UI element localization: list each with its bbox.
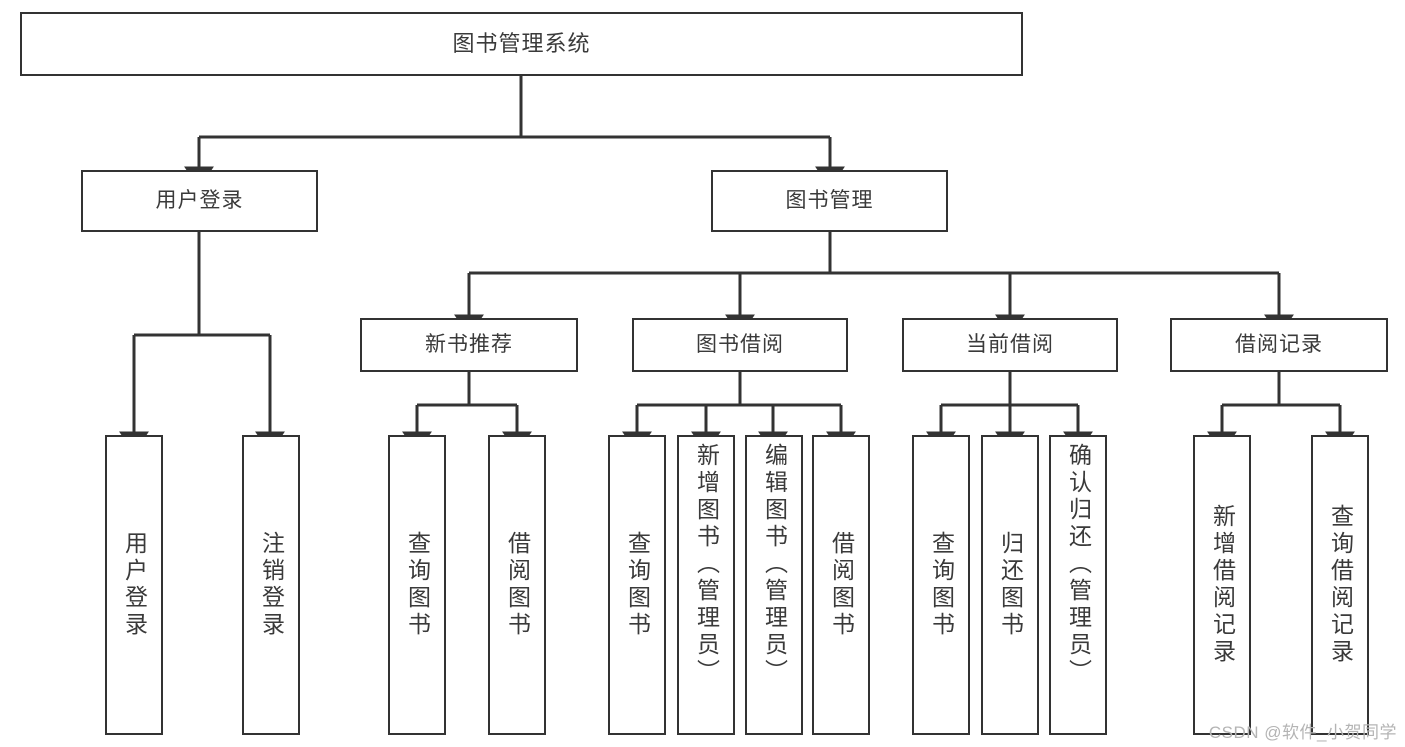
node-label: 当前借阅 [966,333,1054,357]
node-label: 新书推荐 [425,333,513,357]
node-label: 查询图书 [624,531,651,639]
leaf-add-book-admin[interactable]: 新增图书（管理员） [677,435,735,735]
node-label: 借阅记录 [1235,333,1323,357]
node-label: 归还图书 [997,531,1024,639]
node-label: 图书管理 [785,189,874,213]
leaf-confirm-return-admin[interactable]: 确认归还（管理员） [1049,435,1107,735]
leaf-add-borrow-record[interactable]: 新增借阅记录 [1193,435,1251,735]
leaf-borrow-book-new-rec[interactable]: 借阅图书 [488,435,546,735]
leaf-logout[interactable]: 注销登录 [242,435,300,735]
node-label: 借阅图书 [828,531,855,639]
node-label: 图书借阅 [696,333,784,357]
node-label: 用户登录 [155,189,244,213]
node-label: 查询借阅记录 [1327,504,1354,666]
node-new-book-recommendation[interactable]: 新书推荐 [360,318,578,372]
node-label: 查询图书 [404,531,431,639]
node-current-borrowing[interactable]: 当前借阅 [902,318,1118,372]
leaf-query-book-borrow[interactable]: 查询图书 [608,435,666,735]
node-label: 注销登录 [258,531,285,639]
leaf-query-book-current[interactable]: 查询图书 [912,435,970,735]
node-book-management[interactable]: 图书管理 [711,170,948,232]
leaf-query-book-new-rec[interactable]: 查询图书 [388,435,446,735]
node-book-borrowing[interactable]: 图书借阅 [632,318,848,372]
node-borrowing-record[interactable]: 借阅记录 [1170,318,1388,372]
leaf-return-book[interactable]: 归还图书 [981,435,1039,735]
leaf-user-login[interactable]: 用户登录 [105,435,163,735]
node-label: 确认归还（管理员） [1065,443,1092,686]
node-label: 新增图书（管理员） [693,443,720,686]
leaf-borrow-book[interactable]: 借阅图书 [812,435,870,735]
node-label: 编辑图书（管理员） [761,443,788,686]
node-book-management-system[interactable]: 图书管理系统 [20,12,1023,76]
node-label: 查询图书 [928,531,955,639]
leaf-edit-book-admin[interactable]: 编辑图书（管理员） [745,435,803,735]
watermark-text: CSDN @软件_小贺同学 [1208,723,1397,742]
node-label: 借阅图书 [504,531,531,639]
node-label: 用户登录 [121,531,148,639]
node-label: 新增借阅记录 [1209,504,1236,666]
node-label: 图书管理系统 [452,30,591,56]
node-user-login[interactable]: 用户登录 [81,170,318,232]
leaf-query-borrow-record[interactable]: 查询借阅记录 [1311,435,1369,735]
